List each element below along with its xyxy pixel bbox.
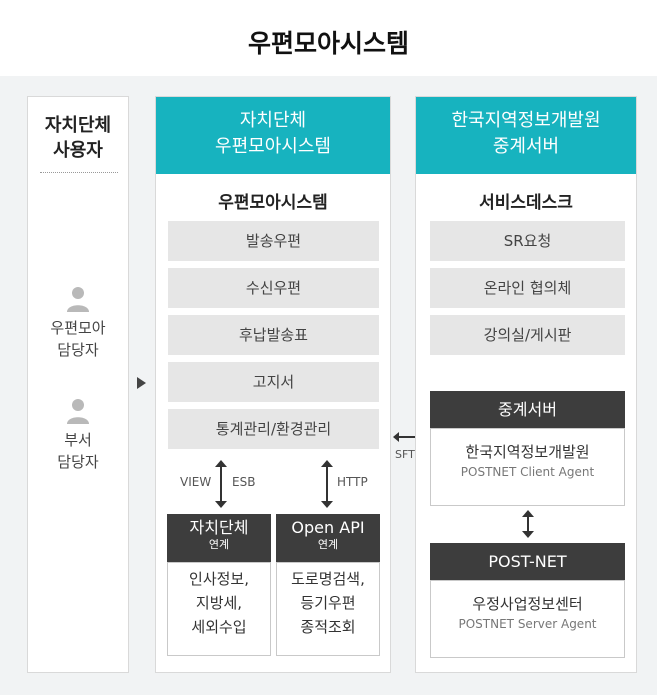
center-column-header: 한국지역정보개발원 중계서버 (416, 97, 636, 174)
open-api-link-body: 도로명검색, 등기우편 종적조회 (276, 562, 380, 656)
person-icon (67, 287, 89, 312)
relay-server-header: 중계서버 (430, 391, 625, 428)
link-label-esb: ESB (232, 475, 256, 489)
open-api-line: 도로명검색, (291, 570, 365, 588)
open-api-link-title: Open API (291, 518, 365, 537)
system-header-line2: 우편모아시스템 (215, 136, 331, 157)
person-icon (67, 399, 89, 424)
center-subheader: 서비스데스크 (479, 193, 573, 213)
open-api-link-header: Open API 연계 (276, 514, 380, 562)
relay-server-agent: POSTNET Client Agent (460, 465, 595, 479)
user-header-line1: 자치단체 (44, 115, 112, 136)
postnet-header: POST-NET (430, 543, 625, 580)
user-column-header: 자치단체 사용자 (28, 97, 128, 163)
center-column: 한국지역정보개발원 중계서버 서비스데스크 SR요청 온라인 협의체 강의실/게… (415, 96, 637, 673)
double-arrow-vertical-icon (321, 460, 333, 508)
double-arrow-vertical-icon (215, 460, 227, 508)
center-header-line2: 중계서버 (492, 136, 560, 157)
center-header-line1: 한국지역정보개발원 (451, 110, 601, 131)
link-label-view: VIEW (180, 475, 212, 489)
local-gov-link-body: 인사정보, 지방세, 세외수입 (167, 562, 271, 656)
user-column: 자치단체 사용자 우편모아 담당자 부서 담당자 (27, 96, 129, 673)
system-column-header: 자치단체 우편모아시스템 (156, 97, 390, 174)
link-label-http: HTTP (337, 475, 368, 489)
local-gov-line: 지방세, (195, 594, 243, 612)
postnet-org: 우정사업정보센터 (472, 595, 583, 613)
local-gov-link-header: 자치단체 연계 (167, 514, 271, 562)
menu-item-postpay-sheet: 후납발송표 (168, 315, 379, 355)
open-api-line: 종적조회 (300, 618, 356, 636)
person-label-line2: 담당자 (57, 341, 99, 359)
local-gov-line: 인사정보, (189, 570, 249, 588)
menu-item-stats-settings: 통계관리/환경관리 (168, 409, 379, 449)
dotted-divider (40, 172, 118, 173)
system-header-line1: 자치단체 (239, 110, 307, 131)
person-label-line2: 담당자 (57, 453, 99, 471)
user-header-line2: 사용자 (53, 140, 103, 161)
menu-item-receive-mail: 수신우편 (168, 268, 379, 308)
relay-server-body: 한국지역정보개발원 POSTNET Client Agent (430, 428, 625, 506)
menu-item-online-council: 온라인 협의체 (430, 268, 625, 308)
menu-item-sr-request: SR요청 (430, 221, 625, 261)
sftp-label: SFTP (395, 448, 422, 461)
page-title: 우편모아시스템 (247, 29, 409, 58)
menu-item-send-mail: 발송우편 (168, 221, 379, 261)
system-subheader: 우편모아시스템 (218, 193, 328, 213)
person-label-line1: 우편모아 (50, 319, 106, 337)
postnet-body: 우정사업정보센터 POSTNET Server Agent (430, 580, 625, 658)
open-api-link-subtitle: 연계 (317, 538, 339, 551)
menu-item-notice: 고지서 (168, 362, 379, 402)
local-gov-line: 세외수입 (191, 618, 247, 636)
person-manager: 우편모아 담당자 (28, 285, 128, 361)
double-arrow-vertical-icon (522, 510, 534, 538)
person-dept: 부서 담당자 (28, 397, 128, 473)
local-gov-link-subtitle: 연계 (208, 538, 230, 551)
relay-server-org: 한국지역정보개발원 (465, 443, 590, 461)
open-api-line: 등기우편 (300, 594, 356, 612)
person-label-line1: 부서 (64, 431, 92, 449)
local-gov-link-title: 자치단체 (189, 518, 249, 537)
menu-item-lecture-board: 강의실/게시판 (430, 315, 625, 355)
postnet-agent: POSTNET Server Agent (458, 617, 597, 631)
arrow-right-icon (137, 377, 146, 389)
system-column: 자치단체 우편모아시스템 우편모아시스템 발송우편 수신우편 후납발송표 고지서… (155, 96, 391, 673)
